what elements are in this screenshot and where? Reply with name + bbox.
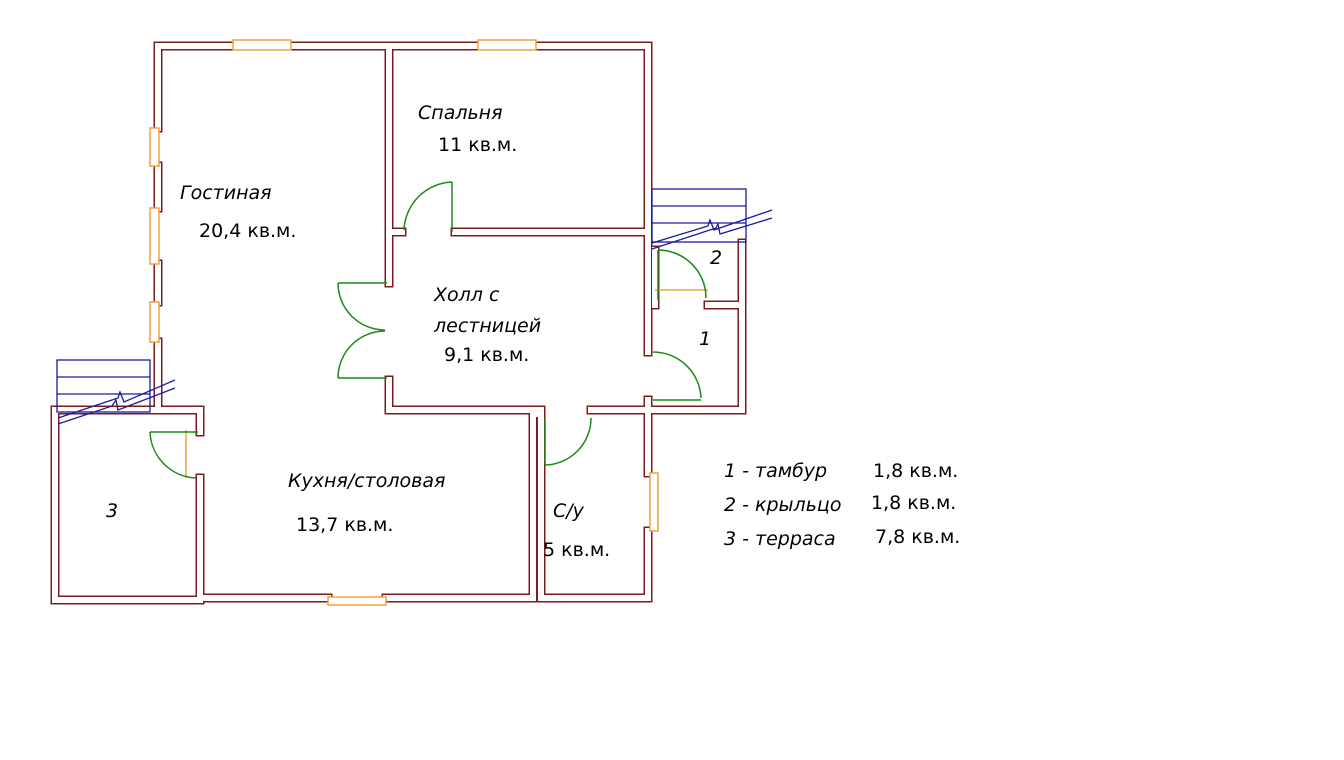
wall-segment xyxy=(383,411,544,601)
wall-segment xyxy=(153,337,205,437)
vestibule-number: 1 xyxy=(699,328,712,350)
wall-segment xyxy=(384,375,546,415)
wall-segment xyxy=(588,397,651,413)
wall-segment xyxy=(643,300,747,478)
legend-key-2: 2 - крыльцо xyxy=(724,494,842,516)
wall-segment xyxy=(52,407,203,603)
bedroom-name: Спальня xyxy=(418,102,503,124)
wall-segment xyxy=(197,475,331,601)
wall-segment xyxy=(533,43,651,239)
legend-key-1: 1 - тамбур xyxy=(724,460,828,482)
windows xyxy=(149,39,708,606)
legend-area-3: 7,8 кв.м. xyxy=(875,526,961,548)
hall-name-line2: лестницей xyxy=(434,315,542,337)
stairs xyxy=(56,188,773,425)
wall-segment xyxy=(50,405,205,605)
legend-area-1: 1,8 кв.м. xyxy=(873,460,959,482)
doors xyxy=(149,181,707,479)
bedroom-area: 11 кв.м. xyxy=(438,134,518,156)
porch-number: 2 xyxy=(710,247,723,269)
living-room-name: Гостиная xyxy=(180,182,272,204)
wall-segment xyxy=(153,41,238,133)
bath-area: 5 кв.м. xyxy=(543,539,611,561)
legend-key-3: 3 - терраса xyxy=(724,528,836,550)
living-room-area: 20,4 кв.м. xyxy=(199,220,297,242)
legend-area-2: 1,8 кв.м. xyxy=(871,492,957,514)
hall-area: 9,1 кв.м. xyxy=(444,344,530,366)
terrace-number: 3 xyxy=(106,500,119,522)
wall-segment xyxy=(155,43,236,131)
kitchen-area: 13,7 кв.м. xyxy=(296,514,394,536)
wall-segment xyxy=(155,339,203,435)
wall-segment xyxy=(386,377,544,413)
wall-segment xyxy=(386,45,405,235)
wall-segment xyxy=(531,41,653,241)
wall-segment xyxy=(195,473,333,603)
wall-segment xyxy=(381,409,546,603)
walls xyxy=(50,41,747,605)
kitchen-name: Кухня/столовая xyxy=(288,470,446,492)
hall-name-line1: Холл с xyxy=(434,284,500,306)
wall-segment xyxy=(538,411,651,601)
wall-segment xyxy=(645,302,745,476)
bath-name: С/у xyxy=(553,500,584,522)
